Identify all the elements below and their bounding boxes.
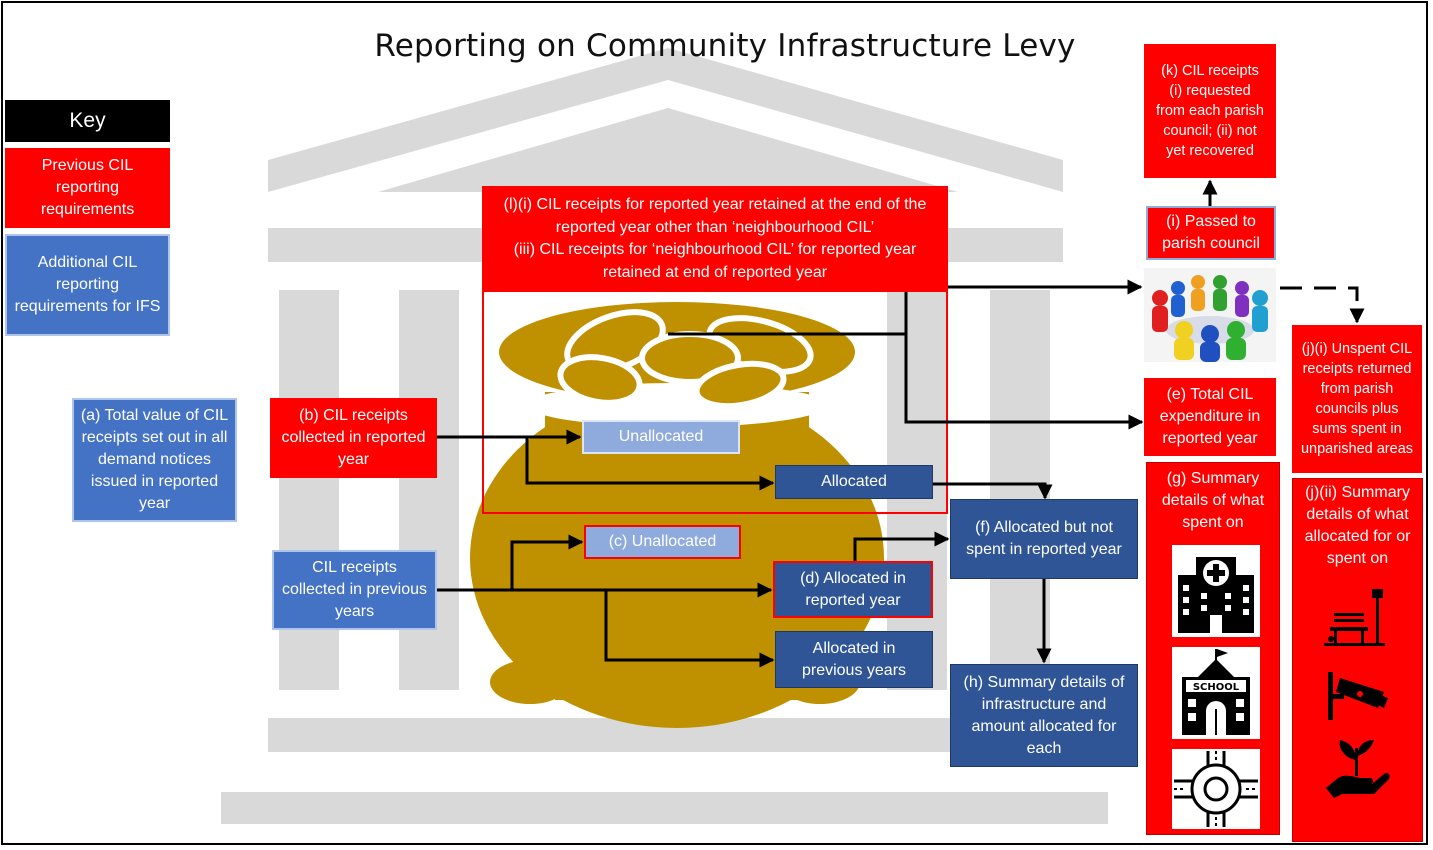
- box-allocated-previous-years: Allocated in previous years: [775, 631, 933, 688]
- box-allocated: Allocated: [775, 465, 933, 499]
- roundabout-icon: [1172, 749, 1260, 829]
- key-heading: Key: [5, 100, 170, 142]
- coins: [557, 309, 814, 410]
- key-additional-requirements: Additional CIL reporting requirements fo…: [5, 234, 170, 336]
- box-unallocated: Unallocated: [582, 420, 740, 454]
- box-a-total-demand-notices: (a) Total value of CIL receipts set out …: [72, 398, 237, 522]
- hospital-icon: [1172, 545, 1260, 637]
- svg-text:SCHOOL: SCHOOL: [1193, 682, 1240, 693]
- box-i-passed-to-parish: (i) Passed to parish council: [1146, 206, 1276, 260]
- box-k-receipts-requested: (k) CIL receipts (i) requested from each…: [1144, 44, 1276, 178]
- key-previous-requirements: Previous CIL reporting requirements: [5, 148, 170, 228]
- box-d-allocated-reported-year: (d) Allocated in reported year: [773, 561, 933, 618]
- cctv-camera-icon: [1322, 668, 1392, 724]
- people-round-table-icon: [1144, 268, 1276, 362]
- hand-plant-icon: [1322, 738, 1392, 798]
- diagram-title: Reporting on Community Infrastructure Le…: [374, 28, 1076, 64]
- box-receipts-previous-years: CIL receipts collected in previous years: [272, 550, 437, 630]
- box-h-infrastructure-summary: (h) Summary details of infrastructure an…: [950, 664, 1138, 767]
- box-j2-allocated-spent-on: (j)(ii) Summary details of what allocate…: [1304, 484, 1411, 567]
- school-icon: SCHOOL: [1172, 647, 1260, 739]
- box-j1-unspent-returned: (j)(i) Unspent CIL receipts returned fro…: [1292, 325, 1422, 473]
- park-bench-icon: [1322, 587, 1392, 649]
- box-f-allocated-not-spent: (f) Allocated but not spent in reported …: [950, 499, 1138, 579]
- box-g-spent-on: (g) Summary details of what spent on: [1161, 470, 1265, 531]
- box-e-total-expenditure: (e) Total CIL expenditure in reported ye…: [1144, 378, 1276, 456]
- box-b-receipts-reported-year: (b) CIL receipts collected in reported y…: [270, 398, 437, 478]
- box-l-retained-receipts: (l)(i) CIL receipts for reported year re…: [482, 186, 948, 292]
- box-c-unallocated: (c) Unallocated: [584, 525, 741, 559]
